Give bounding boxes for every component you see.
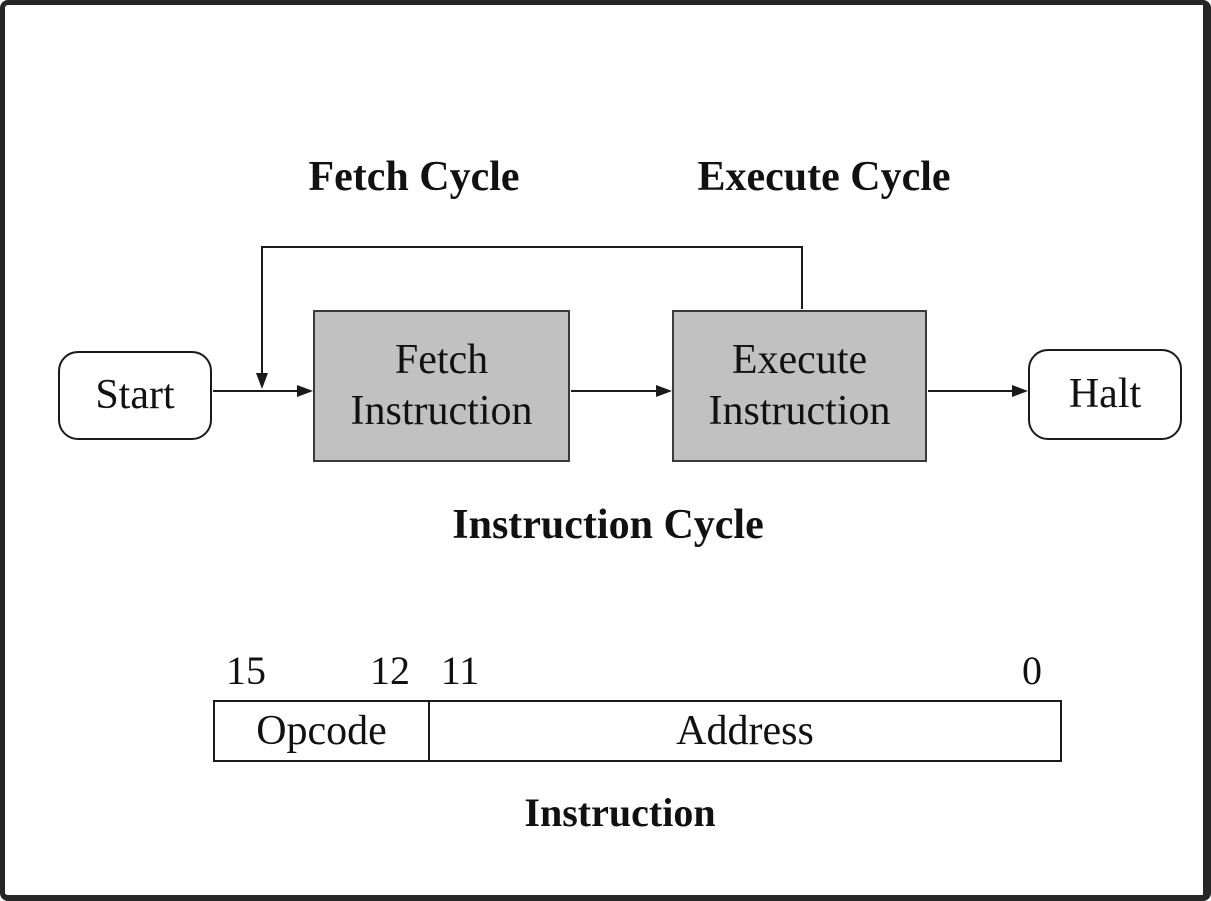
instruction-cycle-label: Instruction Cycle — [452, 502, 764, 548]
execute-instruction-label: Execute Instruction — [708, 336, 891, 434]
feedback-loop-arrow — [256, 246, 803, 389]
bit-label-12: 12 — [370, 648, 410, 693]
bit-label-0: 0 — [1022, 648, 1042, 693]
opcode-field-label: Opcode — [256, 708, 387, 754]
instruction-caption: Instruction — [524, 790, 716, 835]
halt-node: Halt — [1028, 349, 1182, 440]
execute-cycle-label: Execute Cycle — [697, 154, 951, 200]
fetch-instruction-node: Fetch Instruction — [313, 310, 570, 462]
arrow-start-to-fetch — [213, 385, 313, 397]
bit-label-15: 15 — [226, 648, 266, 693]
fetch-instruction-label: Fetch Instruction — [350, 336, 533, 434]
opcode-field: Opcode — [215, 702, 430, 760]
start-node-label: Start — [95, 371, 175, 418]
arrow-fetch-to-execute — [571, 385, 672, 397]
execute-instruction-node: Execute Instruction — [672, 310, 927, 462]
fetch-cycle-label: Fetch Cycle — [308, 154, 520, 200]
address-field-label: Address — [676, 708, 814, 754]
address-field: Address — [430, 702, 1060, 760]
start-node: Start — [58, 351, 212, 440]
bit-label-11: 11 — [440, 648, 480, 693]
halt-node-label: Halt — [1068, 370, 1142, 417]
instruction-format-table: Opcode Address — [213, 700, 1062, 762]
arrow-execute-to-halt — [928, 385, 1028, 397]
